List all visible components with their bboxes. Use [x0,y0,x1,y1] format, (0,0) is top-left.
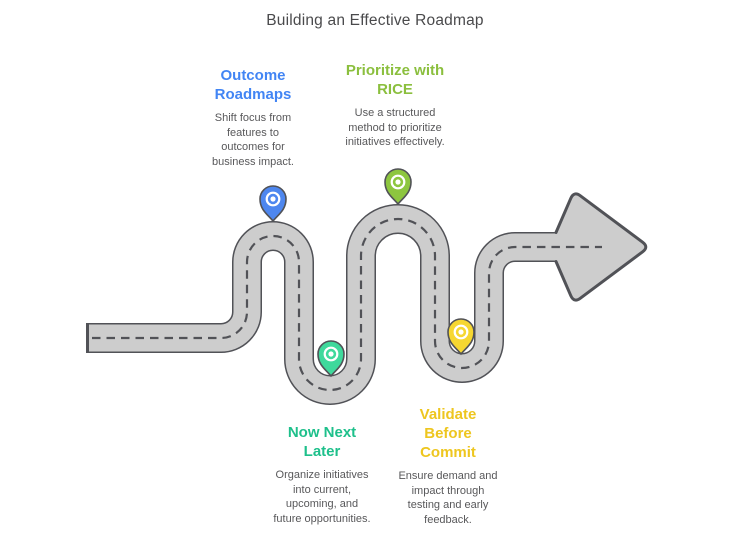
road-dashed-centerline [92,217,602,392]
milestone-now-next-later: Now Next Later Organize initiatives into… [257,423,387,526]
milestone-description: Organize initiatives into current, upcom… [273,469,371,525]
milestone-heading: Now Next Later [287,424,357,460]
milestone-prioritize-with-rice: Prioritize with RICE Use a structured me… [330,61,460,150]
milestone-description: Shift focus from features to outcomes fo… [212,112,294,168]
milestone-description: Use a structured method to prioritize in… [345,107,445,148]
milestone-description: Ensure demand and impact through testing… [398,470,498,526]
milestone-heading: Validate Before Commit [419,406,477,461]
page-title: Building an Effective Roadmap [266,12,484,29]
map-pin-icon-prioritize-with-rice [384,168,412,206]
map-pin-icon-outcome-roadmaps [259,185,287,223]
milestone-outcome-roadmaps: Outcome Roadmaps Shift focus from featur… [188,66,318,169]
milestone-heading: Outcome Roadmaps [214,67,292,103]
map-pin-icon-validate-before-commit [447,318,475,356]
milestone-validate-before-commit: Validate Before Commit Ensure demand and… [383,405,513,527]
map-pin-icon-now-next-later [317,340,345,378]
milestone-heading: Prioritize with RICE [345,62,445,98]
